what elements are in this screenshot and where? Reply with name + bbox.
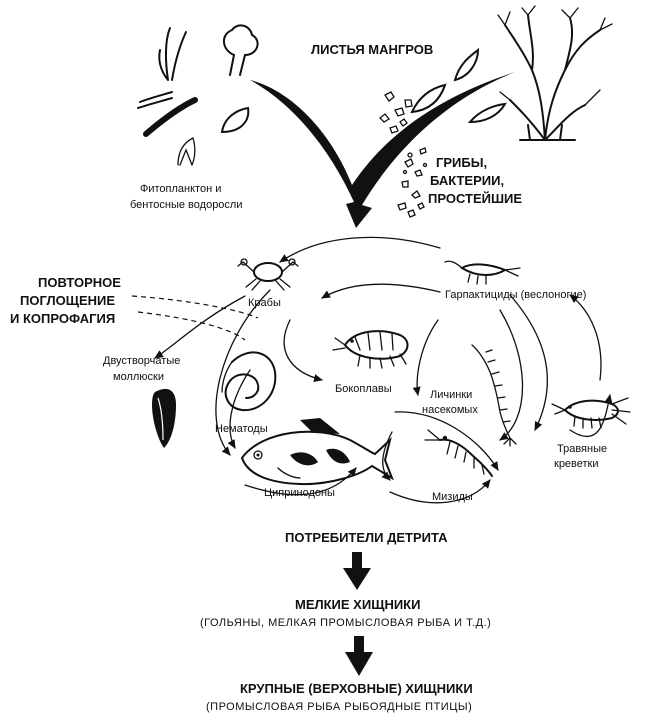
small-predators-label: МЕЛКИЕ ХИЩНИКИ — [295, 597, 420, 612]
recycling-label-line2: ПОГЛОЩЕНИЕ — [20, 293, 115, 308]
grass-shrimp-label-line1: Травяные — [557, 443, 607, 455]
top-predators-examples: (ПРОМЫСЛОВАЯ РЫБА РЫБОЯДНЫЕ ПТИЦЫ) — [206, 701, 472, 713]
bivalves-label-line2: моллюски — [113, 371, 164, 383]
cycle-arrows — [154, 236, 613, 504]
mysids-label: Мизиды — [432, 491, 473, 503]
cyprinodont-fish-icon — [240, 418, 394, 486]
detritus-particles-icon — [397, 147, 428, 218]
nematode-icon — [221, 351, 277, 412]
phytoplankton-label-line2: бентосные водоросли — [130, 199, 243, 211]
recycling-label-line1: ПОВТОРНОЕ — [38, 275, 121, 290]
amphipod-icon — [332, 330, 409, 369]
grass-shrimp-icon — [551, 397, 631, 429]
mangrove-leaf-icon — [410, 47, 507, 124]
leaf-fragments-icon — [379, 91, 413, 134]
crabs-label: Крабы — [248, 297, 281, 309]
chain-arrow-1 — [343, 552, 371, 590]
crab-icon — [237, 258, 299, 291]
top-predators-label: КРУПНЫЕ (ВЕРХОВНЫЕ) ХИЩНИКИ — [240, 681, 473, 696]
detritus-consumers-label: ПОТРЕБИТЕЛИ ДЕТРИТА — [285, 530, 448, 545]
microbes-label-line3: ПРОСТЕЙШИЕ — [428, 191, 522, 206]
mangrove-tree-icon — [497, 5, 613, 141]
bivalve-mollusc-icon — [152, 388, 176, 448]
harpacticoid-copepod-icon — [444, 260, 521, 285]
microbes-label-line1: ГРИБЫ, — [436, 155, 487, 170]
insect-larvae-label-line2: насекомых — [422, 404, 478, 416]
microbes-label-line2: БАКТЕРИИ, — [430, 173, 504, 188]
cyprinodonts-label: Ципринодоны — [264, 487, 335, 499]
small-predators-examples: (ГОЛЬЯНЫ, МЕЛКАЯ ПРОМЫСЛОВАЯ РЫБА И Т.Д.… — [200, 617, 491, 629]
insect-larvae-label-line1: Личинки — [430, 389, 472, 401]
algae-icon — [137, 24, 259, 166]
nematodes-label: Нематоды — [215, 423, 268, 435]
mangrove-leaves-label: ЛИСТЬЯ МАНГРОВ — [311, 42, 433, 57]
phytoplankton-label-line1: Фитопланктон и — [140, 183, 221, 195]
harpacticoids-label: Гарпактициды (веслоногие) — [445, 289, 586, 301]
chain-arrow-2 — [345, 636, 373, 676]
grass-shrimp-label-line2: креветки — [554, 458, 599, 470]
bivalves-label-line1: Двустворчатые — [103, 355, 180, 367]
main-input-arrow — [250, 72, 515, 228]
mysid-icon — [424, 429, 493, 477]
recycling-label-line3: И КОПРОФАГИЯ — [10, 311, 115, 326]
amphipods-label: Бокоплавы — [335, 383, 392, 395]
insect-larva-icon — [471, 344, 517, 447]
